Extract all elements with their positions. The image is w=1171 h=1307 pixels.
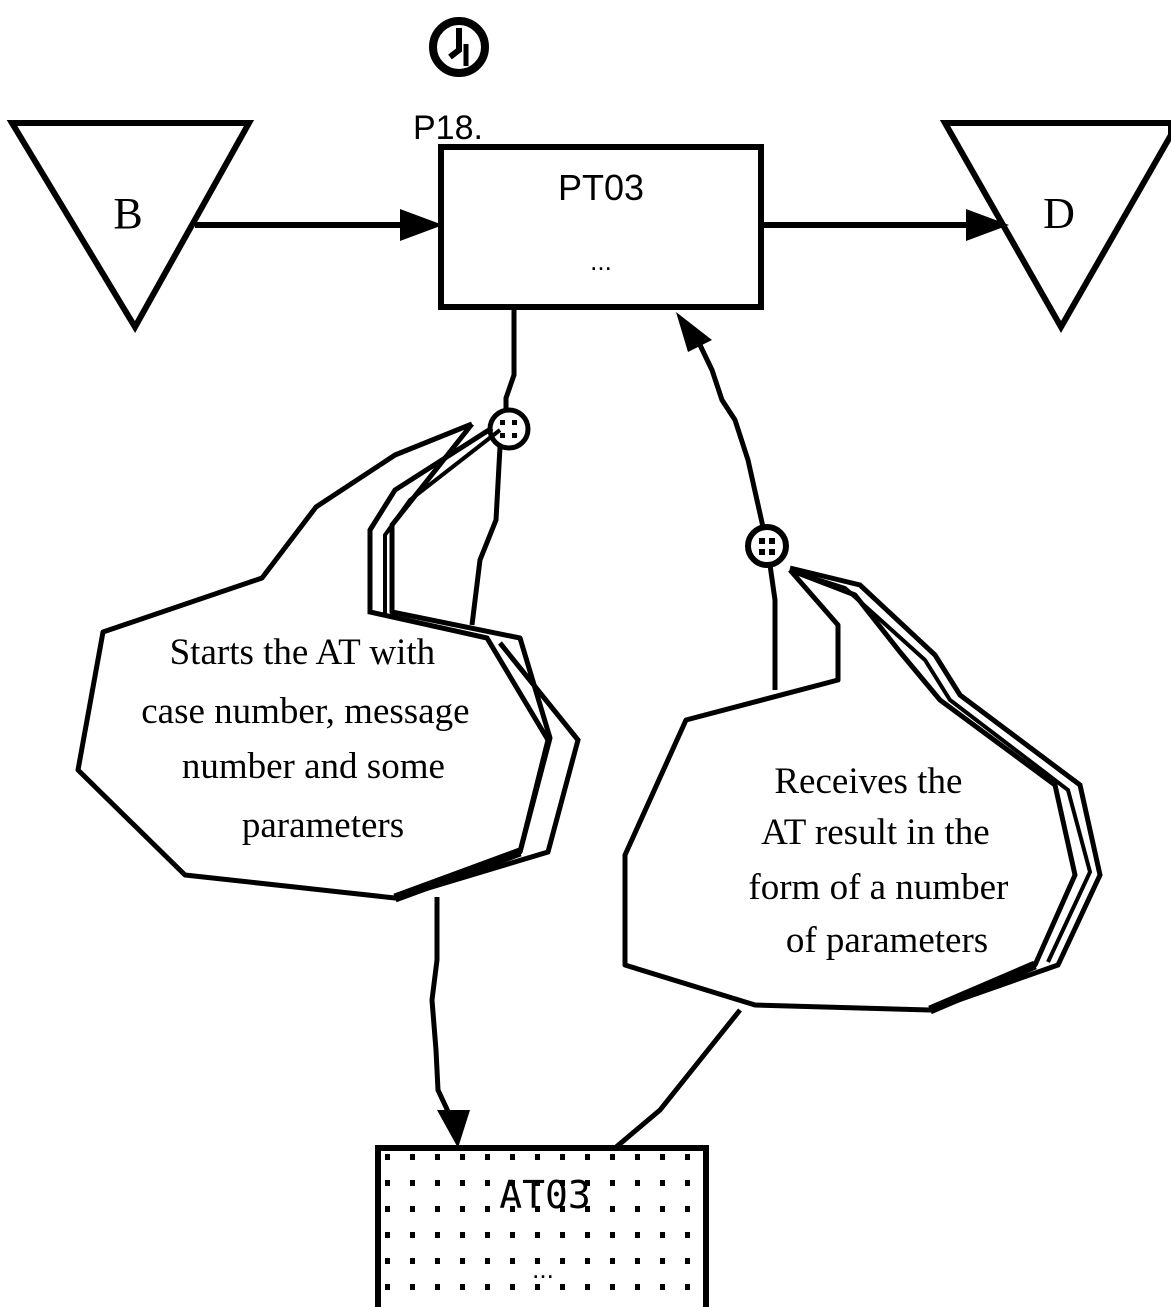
callout-receive-line-4: of parameters [786,920,988,961]
activity-box: AT03 ... [375,1145,709,1307]
node-b-label: B [113,189,142,238]
node-b: B [6,120,255,333]
callout-start-line-1: Starts the AT with [170,632,436,673]
callout-start: Starts the AT with case number, message … [75,421,581,903]
callout-receive: Receives the AT result in the form of a … [622,564,1103,1015]
connector-icon-receive [745,524,789,568]
callout-start-line-2: case number, message [141,691,469,732]
process-id-label: P18. [413,109,483,147]
callout-start-line-4: parameters [242,805,404,846]
callout-receive-line-1: Receives the [774,761,962,802]
arrow-process-to-d [760,209,1009,241]
callout-start-line-3: number and some [182,746,445,787]
activity-title: AT03 [499,1173,591,1217]
svg-text:Receives the AT result i: Receives the AT result in the form of a … [748,761,1017,961]
node-d-label: D [1043,189,1075,238]
process-title: PT03 [558,167,644,208]
callout-receive-line-3: form of a number [748,867,1008,908]
clock-icon [429,17,489,77]
node-d: D [939,120,1171,334]
activity-detail: ... [532,1254,554,1284]
process-detail: ... [590,246,612,276]
process-box: P18. PT03 ... [413,109,764,310]
connector-icon-start [487,407,531,451]
arrow-b-to-process [195,209,443,241]
svg-text:Starts the AT with case: Starts the AT with case number, message … [141,632,479,846]
callout-receive-line-2: AT result in the [761,812,990,853]
